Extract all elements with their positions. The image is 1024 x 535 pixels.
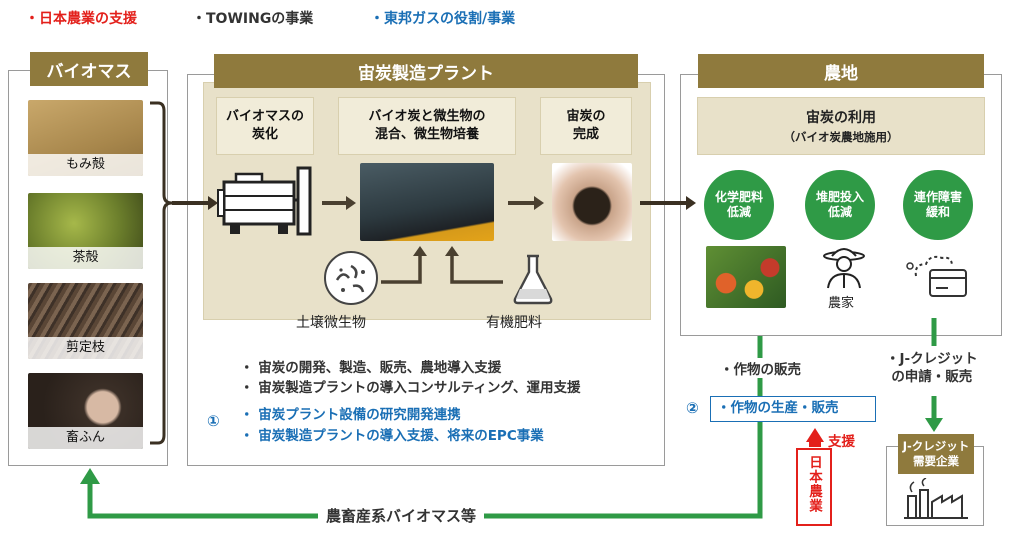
towing-bullet-2: ・ 宙炭製造プラントの導入コンサルティング、運用支援 — [240, 380, 581, 396]
jcredit-buyer-title: J-クレジット 需要企業 — [898, 434, 974, 474]
step-completion: 宙炭の 完成 — [540, 97, 632, 155]
biomass-title: バイオマス — [30, 52, 148, 86]
usage-subtitle: （バイオ炭農地施用） — [783, 130, 899, 144]
benefit-chemical-fertilizer: 化学肥料 低減 — [704, 170, 774, 240]
organic-fertilizer-flask-icon — [513, 254, 553, 305]
sorachar-hands-photo — [552, 163, 632, 241]
step-mixing: バイオ炭と微生物の 混合、微生物培養 — [338, 97, 516, 155]
towing-bullet-1: ・ 宙炭の開発、製造、販売、農地導入支援 — [240, 360, 502, 376]
return-biomass-loop-arrow — [80, 336, 763, 519]
benefit-compost: 堆肥投入 低減 — [805, 170, 875, 240]
pruned-branches-photo: 剪定枝 — [28, 283, 143, 359]
sorachar-usage-box: 宙炭の利用 （バイオ炭農地施用） — [697, 97, 985, 155]
farm-title: 農地 — [698, 54, 984, 88]
tea-leaves-label: 茶殻 — [28, 247, 143, 269]
toho-marker-1: ① — [207, 412, 220, 430]
biochar-mixing-photo — [360, 163, 494, 241]
arrow-microbe-input — [381, 246, 427, 284]
toho-marker-2: ② — [686, 399, 699, 417]
return-biomass-label: 農畜産系バイオマス等 — [318, 505, 485, 526]
toho-bullet-2: ・ 宙炭製造プラントの導入支援、将来のEPC事業 — [240, 428, 544, 444]
arrow-fertilizer-input — [445, 246, 503, 284]
japan-agri-vertical-box: 日本農業 — [796, 448, 832, 526]
toho-bullet-1: ・ 宙炭プラント設備の研究開発連携 — [240, 407, 461, 423]
crop-sales-label: ・作物の販売 — [720, 358, 801, 378]
arrow-biomass-to-plant — [172, 196, 218, 210]
organic-fertilizer-label: 有機肥料 — [486, 315, 542, 331]
pruned-branches-label: 剪定枝 — [28, 337, 143, 359]
arrow-plant-to-farm — [640, 196, 696, 210]
jcredit-arrow — [925, 318, 943, 432]
arrow-carbonize-to-mix — [322, 196, 356, 210]
vegetables-photo — [706, 246, 786, 308]
legend-japan-agri: ・日本農業の支援 — [25, 11, 137, 27]
soil-microbe-label: 土壌微生物 — [296, 315, 366, 331]
japan-agri-vertical-text: 日本農業 — [806, 455, 822, 513]
carbonizer-machine-icon — [217, 166, 312, 236]
factory-icon — [904, 478, 968, 519]
jcredit-application-label: ・J-クレジット の申請・販売 — [886, 350, 978, 386]
rice-husk-label: もみ殻 — [28, 154, 143, 176]
farmer-label: 農家 — [828, 296, 855, 311]
legend-toho-gas: ・東邦ガスの役割/事業 — [370, 11, 516, 27]
cloud-credit-card-icon — [906, 255, 967, 297]
plant-title: 宙炭製造プラント — [214, 54, 638, 88]
usage-title: 宙炭の利用 — [806, 110, 876, 126]
arrow-mix-to-complete — [508, 196, 544, 210]
rice-husk-photo: もみ殻 — [28, 100, 143, 176]
support-label: 支援 — [828, 434, 855, 450]
tea-leaves-photo: 茶殻 — [28, 193, 143, 269]
soil-microbe-icon — [324, 251, 378, 305]
legend-towing: ・TOWINGの事業 — [192, 11, 314, 27]
crop-production-box: ・作物の生産・販売 — [710, 396, 876, 422]
benefit-continuous-cropping: 連作障害 緩和 — [903, 170, 973, 240]
manure-photo: 畜ふん — [28, 373, 143, 449]
farmer-icon — [823, 248, 865, 289]
japan-agri-support-arrow — [806, 428, 824, 447]
step-carbonization: バイオマスの 炭化 — [216, 97, 314, 155]
manure-label: 畜ふん — [28, 427, 143, 449]
